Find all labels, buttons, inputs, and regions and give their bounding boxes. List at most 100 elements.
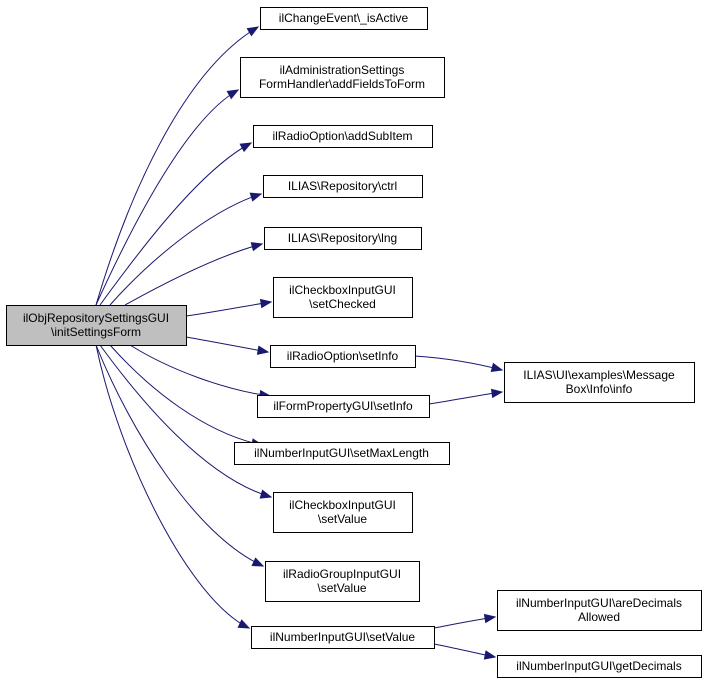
arrowhead [490,362,504,372]
edge-line [428,391,503,405]
node-label: ilNumberInputGUI\setValue [270,630,416,644]
edge-line [109,344,263,446]
edge-n12-to-n14 [433,613,497,629]
node-box [273,277,413,318]
node-label: ilChangeEvent\_isActive [279,11,409,25]
node-label: ilObjRepositorySettingsGUI [23,311,169,325]
edge-n12-to-n15 [433,643,497,660]
edge-line [95,344,264,567]
node-label: ILIAS\Repository\lng [288,231,397,245]
node-label: ilNumberInputGUI\getDecimals [516,659,681,673]
edge-root-to-n11 [95,344,265,567]
node-box [270,345,416,368]
arrowhead [237,619,251,629]
node-box [240,57,445,98]
call-node[interactable]: ilRadioOption\setInfo [270,345,416,368]
edge-line [124,243,263,306]
arrowhead [256,345,270,355]
arrowhead [250,242,264,252]
arrowhead [259,489,273,499]
arrowhead [490,388,504,399]
root-node[interactable]: ilObjRepositorySettingsGUI\initSettingsF… [6,305,187,346]
node-box [6,305,187,346]
call-node[interactable]: ilNumberInputGUI\setValue [251,626,435,649]
edge-root-to-n12 [95,344,251,629]
edge-root-to-n2 [95,89,240,306]
call-node[interactable]: ilRadioGroupInputGUI\setValue [265,561,420,602]
node-box [497,590,702,631]
call-node[interactable]: ilCheckboxInputGUI\setChecked [273,277,413,318]
edge-line [95,89,239,306]
edge-root-to-n10 [99,344,273,499]
edge-line [95,344,250,629]
call-node[interactable]: ilNumberInputGUI\getDecimals [497,655,702,678]
call-node[interactable]: ILIAS\Repository\lng [264,227,422,250]
edge-root-to-n6 [185,298,273,317]
node-box [234,442,450,465]
call-node[interactable]: ILIAS\Repository\ctrl [263,175,423,198]
node-label: ilNumberInputGUI\setMaxLength [254,446,429,460]
call-node[interactable]: ilCheckboxInputGUI\setValue [273,492,413,533]
node-label: ilNumberInputGUI\areDecimals [516,596,682,610]
edge-line [109,193,262,306]
node-label: \setChecked [309,297,376,311]
call-node[interactable]: ilRadioOption\addSubItem [253,125,433,148]
node-box [253,125,433,148]
edge-root-to-n1 [95,26,260,306]
node-label: ilAdministrationSettings [280,63,405,77]
arrowhead [246,26,260,37]
node-label: FormHandler\addFieldsToForm [259,77,425,91]
node-label: Box\Info\info [566,382,633,396]
node-label: ILIAS\UI\examples\Message [523,368,675,382]
edge-n7-to-n13 [414,355,504,372]
arrowhead [483,650,497,660]
arrowhead [239,142,253,153]
node-label: \setValue [317,581,366,595]
node-box [265,561,420,602]
call-node[interactable]: ilAdministrationSettingsFormHandler\addF… [240,57,445,98]
node-box [273,492,413,533]
edges-layer [95,26,504,660]
arrowhead [249,192,263,202]
node-box [497,655,702,678]
node-label: ilRadioOption\setInfo [287,349,399,363]
edge-root-to-n3 [99,142,253,306]
arrowhead [259,298,273,309]
node-box [264,227,422,250]
node-label: ilCheckboxInputGUI [289,283,396,297]
edge-line [99,142,252,306]
node-box [263,175,423,198]
edge-line [185,301,272,317]
edge-root-to-n4 [109,192,263,306]
edge-root-to-n9 [109,344,264,448]
node-label: Allowed [578,610,620,624]
node-box [251,626,435,649]
node-box [504,362,695,403]
arrowhead [483,613,497,624]
node-label: ilRadioOption\addSubItem [272,129,412,143]
arrowhead [251,557,265,567]
edge-line [129,344,271,397]
call-node[interactable]: ilChangeEvent\_isActive [260,7,428,30]
nodes-layer: ilObjRepositorySettingsGUI\initSettingsF… [6,7,702,678]
call-node[interactable]: ilNumberInputGUI\setMaxLength [234,442,450,465]
edge-root-to-n7 [185,336,270,355]
node-box [257,395,430,418]
edge-line [414,355,503,371]
edge-root-to-n5 [124,242,264,306]
edge-line [99,344,272,498]
edge-root-to-n8 [129,344,272,400]
node-label: ilCheckboxInputGUI [289,498,396,512]
node-label: ILIAS\Repository\ctrl [288,179,397,193]
node-label: \initSettingsForm [51,325,141,339]
node-label: \setValue [318,512,367,526]
edge-n8-to-n13 [428,388,504,405]
edge-line [95,26,259,306]
call-node[interactable]: ilFormPropertyGUI\setInfo [257,395,430,418]
node-label: ilFormPropertyGUI\setInfo [273,399,413,413]
edge-line [185,336,269,353]
node-box [260,7,428,30]
